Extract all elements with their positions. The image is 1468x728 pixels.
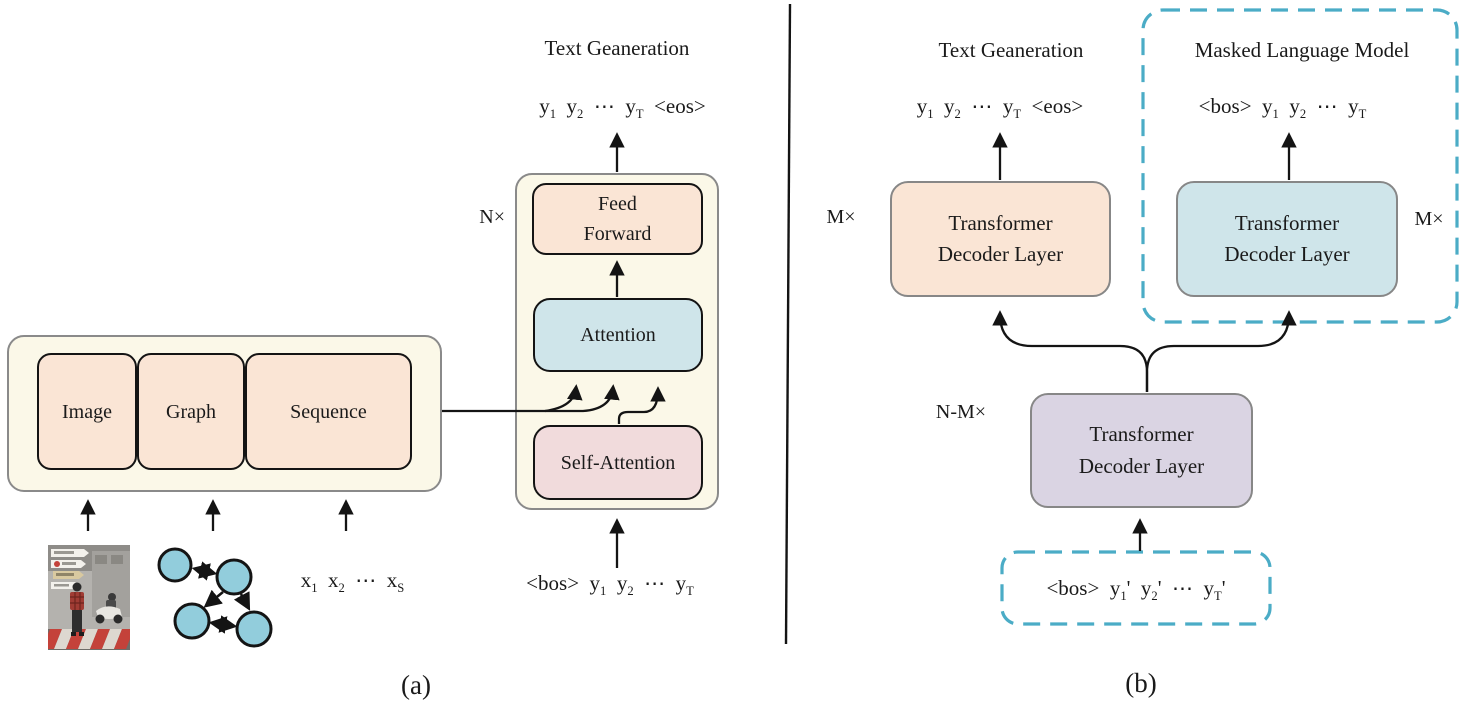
decoder-shared-block: Transformer Decoder Layer bbox=[1030, 393, 1253, 508]
mlm-title: Masked Language Model bbox=[1194, 38, 1410, 62]
graph-edge-bd bbox=[233, 591, 251, 611]
panel-a-title: Text Geaneration bbox=[544, 36, 690, 60]
self-attention-block: Self-Attention bbox=[533, 425, 703, 500]
panel-a-caption: (a) bbox=[401, 670, 431, 700]
decoder-shared-line1: Transformer bbox=[1089, 422, 1194, 446]
graph-node bbox=[235, 610, 273, 648]
image-modality-block: Image bbox=[37, 353, 137, 470]
panel-b-repeat-right: M× bbox=[1414, 208, 1444, 230]
decoder-mlm-line1: Transformer bbox=[1234, 210, 1340, 235]
scooter bbox=[95, 593, 123, 624]
attention-label: Attention bbox=[580, 324, 656, 346]
fork-right-branch bbox=[1145, 310, 1297, 392]
street-signs bbox=[51, 549, 89, 589]
panel-a-repeat-label: N× bbox=[479, 206, 505, 228]
street-photo-image bbox=[48, 545, 130, 650]
sequence-modality-label: Sequence bbox=[290, 400, 367, 423]
graph-edge-ab bbox=[191, 561, 218, 581]
masked-input-tokens: <bos>y1'y2'⋯yT' bbox=[1046, 576, 1226, 604]
graph-edge-cd bbox=[208, 615, 238, 634]
decoder-mlm-line2: Decoder Layer bbox=[1224, 242, 1350, 266]
decoder-shared-line2: Decoder Layer bbox=[1078, 453, 1205, 478]
graph-node bbox=[173, 602, 211, 640]
panel-b-repeat-shared: N-M× bbox=[935, 401, 987, 423]
graph-edge-bc bbox=[203, 589, 224, 608]
panel-divider bbox=[784, 3, 792, 645]
sequence-modality-block: Sequence bbox=[245, 353, 412, 470]
feed-forward-line1: Feed bbox=[598, 193, 637, 215]
decoder-text-gen-line1: Transformer bbox=[948, 210, 1053, 235]
graph-node bbox=[157, 547, 193, 583]
self-attention-label: Self-Attention bbox=[560, 451, 676, 474]
decoder-text-gen-line2: Decoder Layer bbox=[937, 242, 1064, 266]
pedestrian bbox=[70, 582, 84, 636]
feed-forward-line2: Forward bbox=[583, 223, 652, 245]
example-node-graph bbox=[157, 547, 273, 648]
graph-modality-label: Graph bbox=[166, 400, 216, 423]
panel-b-caption: (b) bbox=[1125, 668, 1157, 698]
graph-modality-block: Graph bbox=[137, 353, 245, 470]
image-modality-label: Image bbox=[62, 400, 112, 423]
panel-b-repeat-left: M× bbox=[826, 206, 856, 228]
attention-block: Attention bbox=[533, 298, 703, 372]
feed-forward-block: Feed Forward bbox=[532, 183, 703, 255]
decoder-mlm-block: Transformer Decoder Layer bbox=[1176, 181, 1398, 297]
fork-left-branch bbox=[992, 310, 1149, 392]
graph-node bbox=[215, 558, 253, 596]
panel-b-title: Text Geaneration bbox=[938, 38, 1084, 62]
decoder-text-gen-block: Transformer Decoder Layer bbox=[890, 181, 1111, 297]
